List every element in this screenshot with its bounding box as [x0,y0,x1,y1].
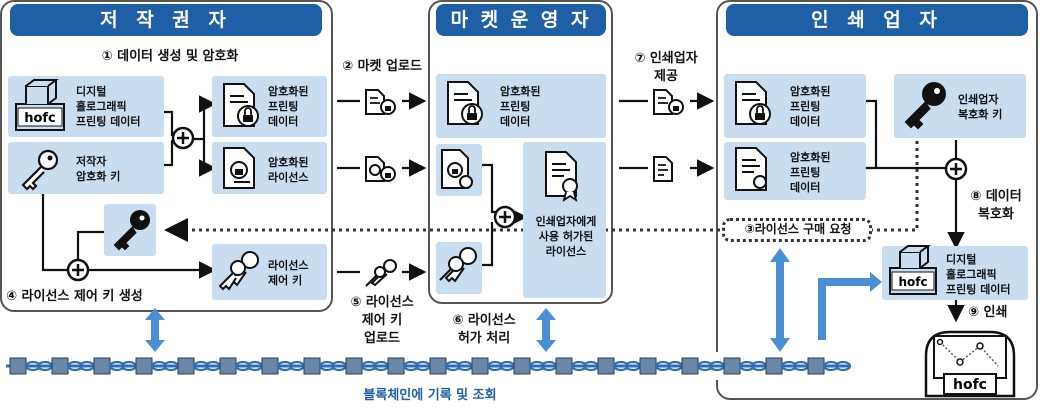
printer-key-label: 인쇄업자 복호화 키 [958,93,1003,121]
chain-link [360,360,378,372]
printer-enc-data-label: 암호화된 프린팅 데이터 [790,85,831,128]
chain-link [24,360,42,372]
chain-link [612,360,630,372]
chain-block [471,357,489,375]
market-header: 마 켓 운 영 자 [436,4,606,36]
svg-text:hofc: hofc [24,111,56,126]
chain-block [135,357,153,375]
chain-block [93,357,111,375]
step-7-label: ⑦ 인쇄업자 제공 [634,51,698,84]
encrypted-doc-icon [223,83,259,127]
author-header: 저 작 권 자 [10,4,322,36]
market-enc-data-label: 암호화된 프린팅 데이터 [500,85,541,128]
enc-license-label: 암호화된 라이선스 [268,156,309,184]
printer-license-doc-icon [735,147,767,191]
upload-keys-icon [365,259,397,287]
printer-header: 인 쇄 업 자 [726,4,1028,36]
printer-hologram-cube-icon: hofc [889,245,937,295]
provide-doc-icon [653,156,673,182]
chain-block [387,357,405,375]
chain-link [528,360,546,372]
chain-block [51,357,69,375]
license-key-label: 라이선스 제어 키 [268,259,309,287]
chain-link [108,360,126,372]
license-keys-icon [218,251,259,291]
chain-block [765,357,783,375]
encrypted-license-icon [223,147,255,189]
printer-encrypted-doc-icon [735,81,771,125]
chain-link [66,360,84,372]
chain-block [429,357,447,375]
step-2-label: ② 마켓 업로드 [342,59,422,74]
chain-link [276,360,294,372]
chain-link [150,360,168,372]
step-6-label: ⑥ 라이선스 허가 처리 [452,313,516,346]
chain-block [177,357,195,375]
chain-link [780,360,798,372]
chain-block [513,357,531,375]
chain-block [807,357,825,375]
blockchain-label: 블록체인에 기록 및 조회 [363,388,497,403]
step-1-label: ① 데이터 생성 및 암호화 [101,49,239,64]
allowed-license-label: 인쇄업자에게 사용 허가된 라이선스 [535,215,597,258]
chain-block [9,357,27,375]
market-encrypted-doc-icon [447,81,483,125]
upload-license-icon [365,156,396,182]
chain-link [570,360,588,372]
key-outline-icon [21,149,59,191]
chain-link [696,360,714,372]
chain-block [303,357,321,375]
step-4-label: ④ 라이선스 제어 키 생성 [6,289,143,304]
printer-enc-data2-label: 암호화된 프린팅 데이터 [790,151,831,194]
upload-doc-lock-icon [365,89,396,115]
chain-block [345,357,363,375]
chain-block [219,357,237,375]
market-keys-icon [439,247,477,283]
chain-link [822,360,840,372]
chain-block [723,357,741,375]
step-9-label: ⑨ 인쇄 [968,305,1008,320]
allowed-license-icon [545,151,578,203]
svg-text:hofc: hofc [898,275,927,289]
chain-link [402,360,420,372]
printer-key-icon [904,82,946,130]
hologram-cube-icon: hofc [15,79,65,131]
chain-block [681,357,699,375]
author-key-label: 저작자 암호화 키 [76,155,121,183]
chain-link [192,360,210,372]
digital-data-label: 디지털 홀로그래픽 프린팅 데이터 [76,85,141,128]
chain-link [486,360,504,372]
key-solid-icon [113,210,150,251]
chain-link [738,360,756,372]
step-3-label: ③라이선스 구매 요청 [744,222,852,236]
chain-link [234,360,252,372]
market-license-icon [441,149,473,189]
step-3-request-box [722,218,872,242]
chain-link [654,360,672,372]
enc-data-label: 암호화된 프린팅 데이터 [268,85,309,128]
printer-digital-data-label: 디지털 홀로그래픽 프린팅 데이터 [946,253,1011,296]
chain-block [555,357,573,375]
hologram-printer-icon: hofc [924,330,1016,398]
blockchain-links [9,357,852,375]
step-8-label: ⑧ 데이터 복호화 [970,189,1022,222]
svg-text:hofc: hofc [953,377,987,393]
chain-block [261,357,279,375]
chain-block [597,357,615,375]
chain-link [444,360,462,372]
chain-link [318,360,336,372]
chain-block [639,357,657,375]
step-5-label: ⑤ 라이선스 제어 키 업로드 [350,295,414,346]
provide-doc-lock-icon [653,89,684,115]
chain-link [834,360,852,372]
